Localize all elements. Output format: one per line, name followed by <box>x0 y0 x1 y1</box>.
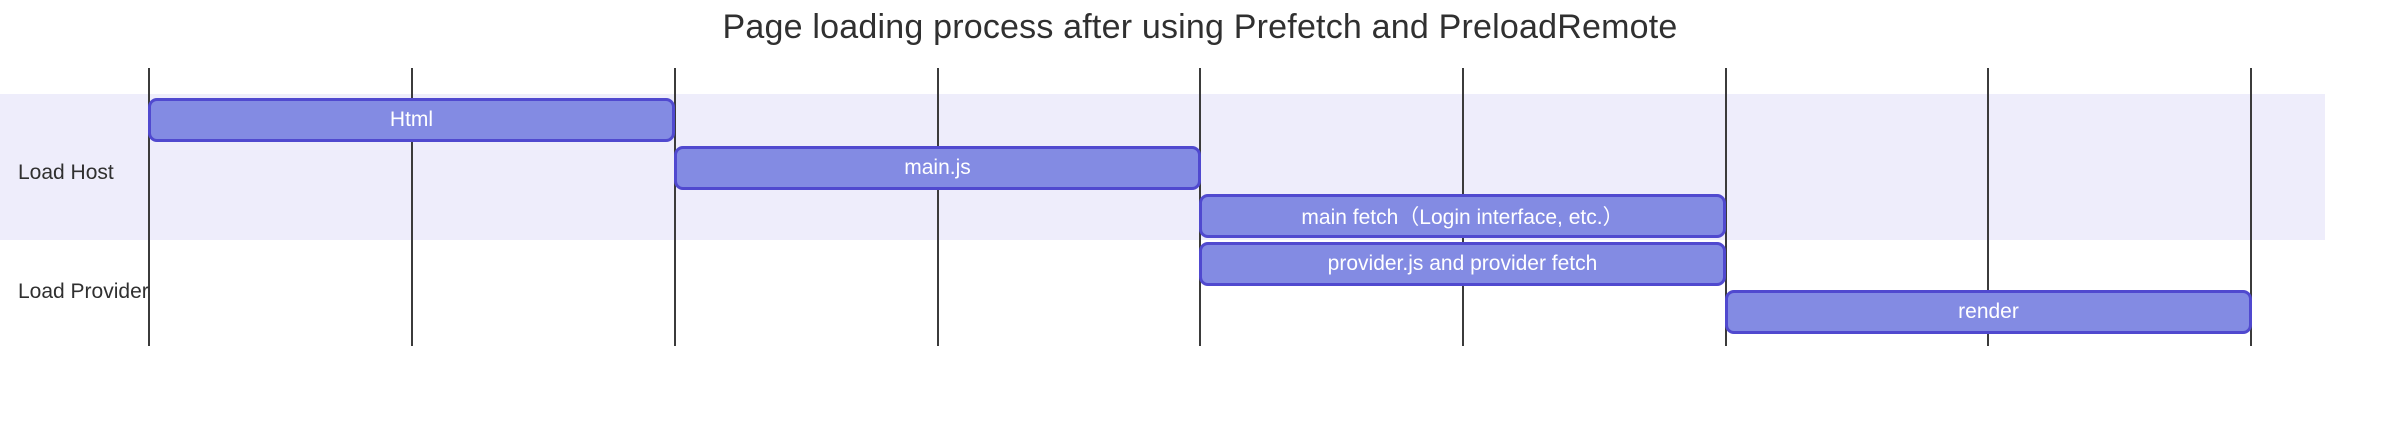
gridline-3 <box>937 68 939 346</box>
task-bar-render[interactable]: render <box>1725 290 2252 334</box>
task-bar-provider-js-and-provider-fetch-label: provider.js and provider fetch <box>1327 252 1598 275</box>
task-bar-provider-js-and-provider-fetch[interactable]: provider.js and provider fetch <box>1199 242 1726 286</box>
task-bar-main-fetch[interactable]: main fetch（Login interface, etc.） <box>1199 194 1726 238</box>
gridline-1 <box>411 68 413 346</box>
gridline-6 <box>1725 68 1727 346</box>
track-label-load-host: Load Host <box>18 161 114 184</box>
chart-title: Page loading process after using Prefetc… <box>722 8 1678 46</box>
task-bar-main-js[interactable]: main.js <box>674 146 1201 190</box>
track-label-load-provider: Load Provider <box>18 280 149 303</box>
task-bar-main-js-label: main.js <box>904 156 971 179</box>
gridline-0 <box>148 68 150 346</box>
task-bar-main-fetch-label: main fetch（Login interface, etc.） <box>1301 206 1624 229</box>
gridline-8 <box>2250 68 2252 346</box>
task-bar-render-label: render <box>1958 300 2019 323</box>
gridline-7 <box>1987 68 1989 346</box>
task-bar-html[interactable]: Html <box>148 98 675 142</box>
gridline-2 <box>674 68 676 346</box>
task-bar-html-label: Html <box>389 108 434 131</box>
